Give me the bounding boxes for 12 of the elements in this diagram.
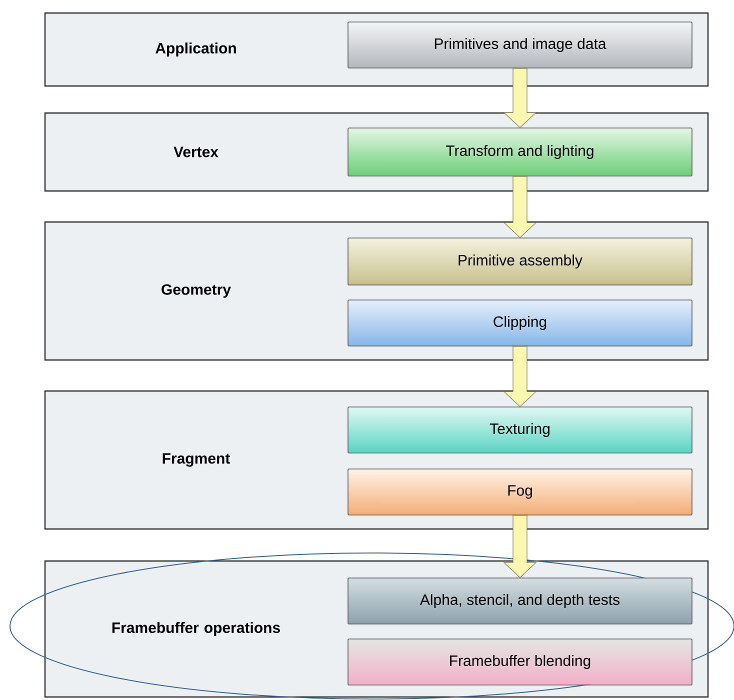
process-box: Transform and lighting [348,128,692,176]
process-box: Primitives and image data [348,22,692,68]
arrow [503,346,537,407]
arrow [503,515,537,578]
process-box: Framebuffer blending [348,638,692,686]
process-box: Primitive assembly [348,238,692,286]
process-box: Alpha, stencil, and depth tests [348,578,692,624]
arrow [503,176,537,238]
process-box: Texturing [348,406,692,454]
process-box: Fog [348,468,692,516]
arrow [503,68,537,128]
process-box: Clipping [348,300,692,346]
